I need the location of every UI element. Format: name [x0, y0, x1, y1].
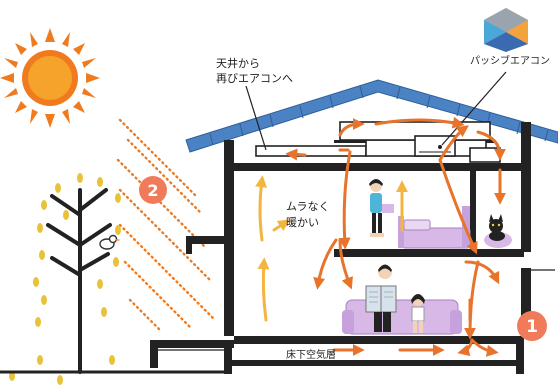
ceiling-leader-line	[245, 85, 267, 151]
label-ceiling-to-ac-line1: 天井から	[216, 56, 260, 70]
bird-icon	[99, 234, 121, 250]
label-underfloor-space: 床下空気層	[286, 348, 336, 361]
cat-icon	[484, 214, 512, 248]
label-ceiling-to-ac-line2: 再びエアコンへ	[216, 72, 293, 85]
badge-2: 2	[139, 176, 167, 204]
floor-outlines	[158, 269, 555, 351]
person-upstairs	[369, 179, 394, 237]
airflow-arrows	[285, 116, 506, 357]
roof-tiles	[209, 85, 549, 146]
sofa	[342, 299, 462, 335]
sunlight-rays	[116, 118, 217, 332]
roof	[185, 79, 558, 153]
label-even-warm-line1: ムラなく	[286, 200, 329, 213]
logo-icon	[484, 8, 528, 52]
warm-airflow-arrows	[255, 175, 408, 322]
sun-icon	[0, 28, 100, 128]
leafless-tree-icon	[9, 173, 121, 385]
person-child	[411, 294, 425, 333]
label-even-warm-line2: 暖かい	[286, 216, 319, 229]
label-passive-aircon: パッシブエアコン	[470, 54, 550, 67]
person-father	[365, 264, 397, 332]
aircon-leader-line	[441, 71, 507, 146]
badge-1: 1	[517, 311, 547, 341]
badge-1-number: 1	[526, 317, 538, 337]
badge-2-number: 2	[147, 181, 158, 200]
